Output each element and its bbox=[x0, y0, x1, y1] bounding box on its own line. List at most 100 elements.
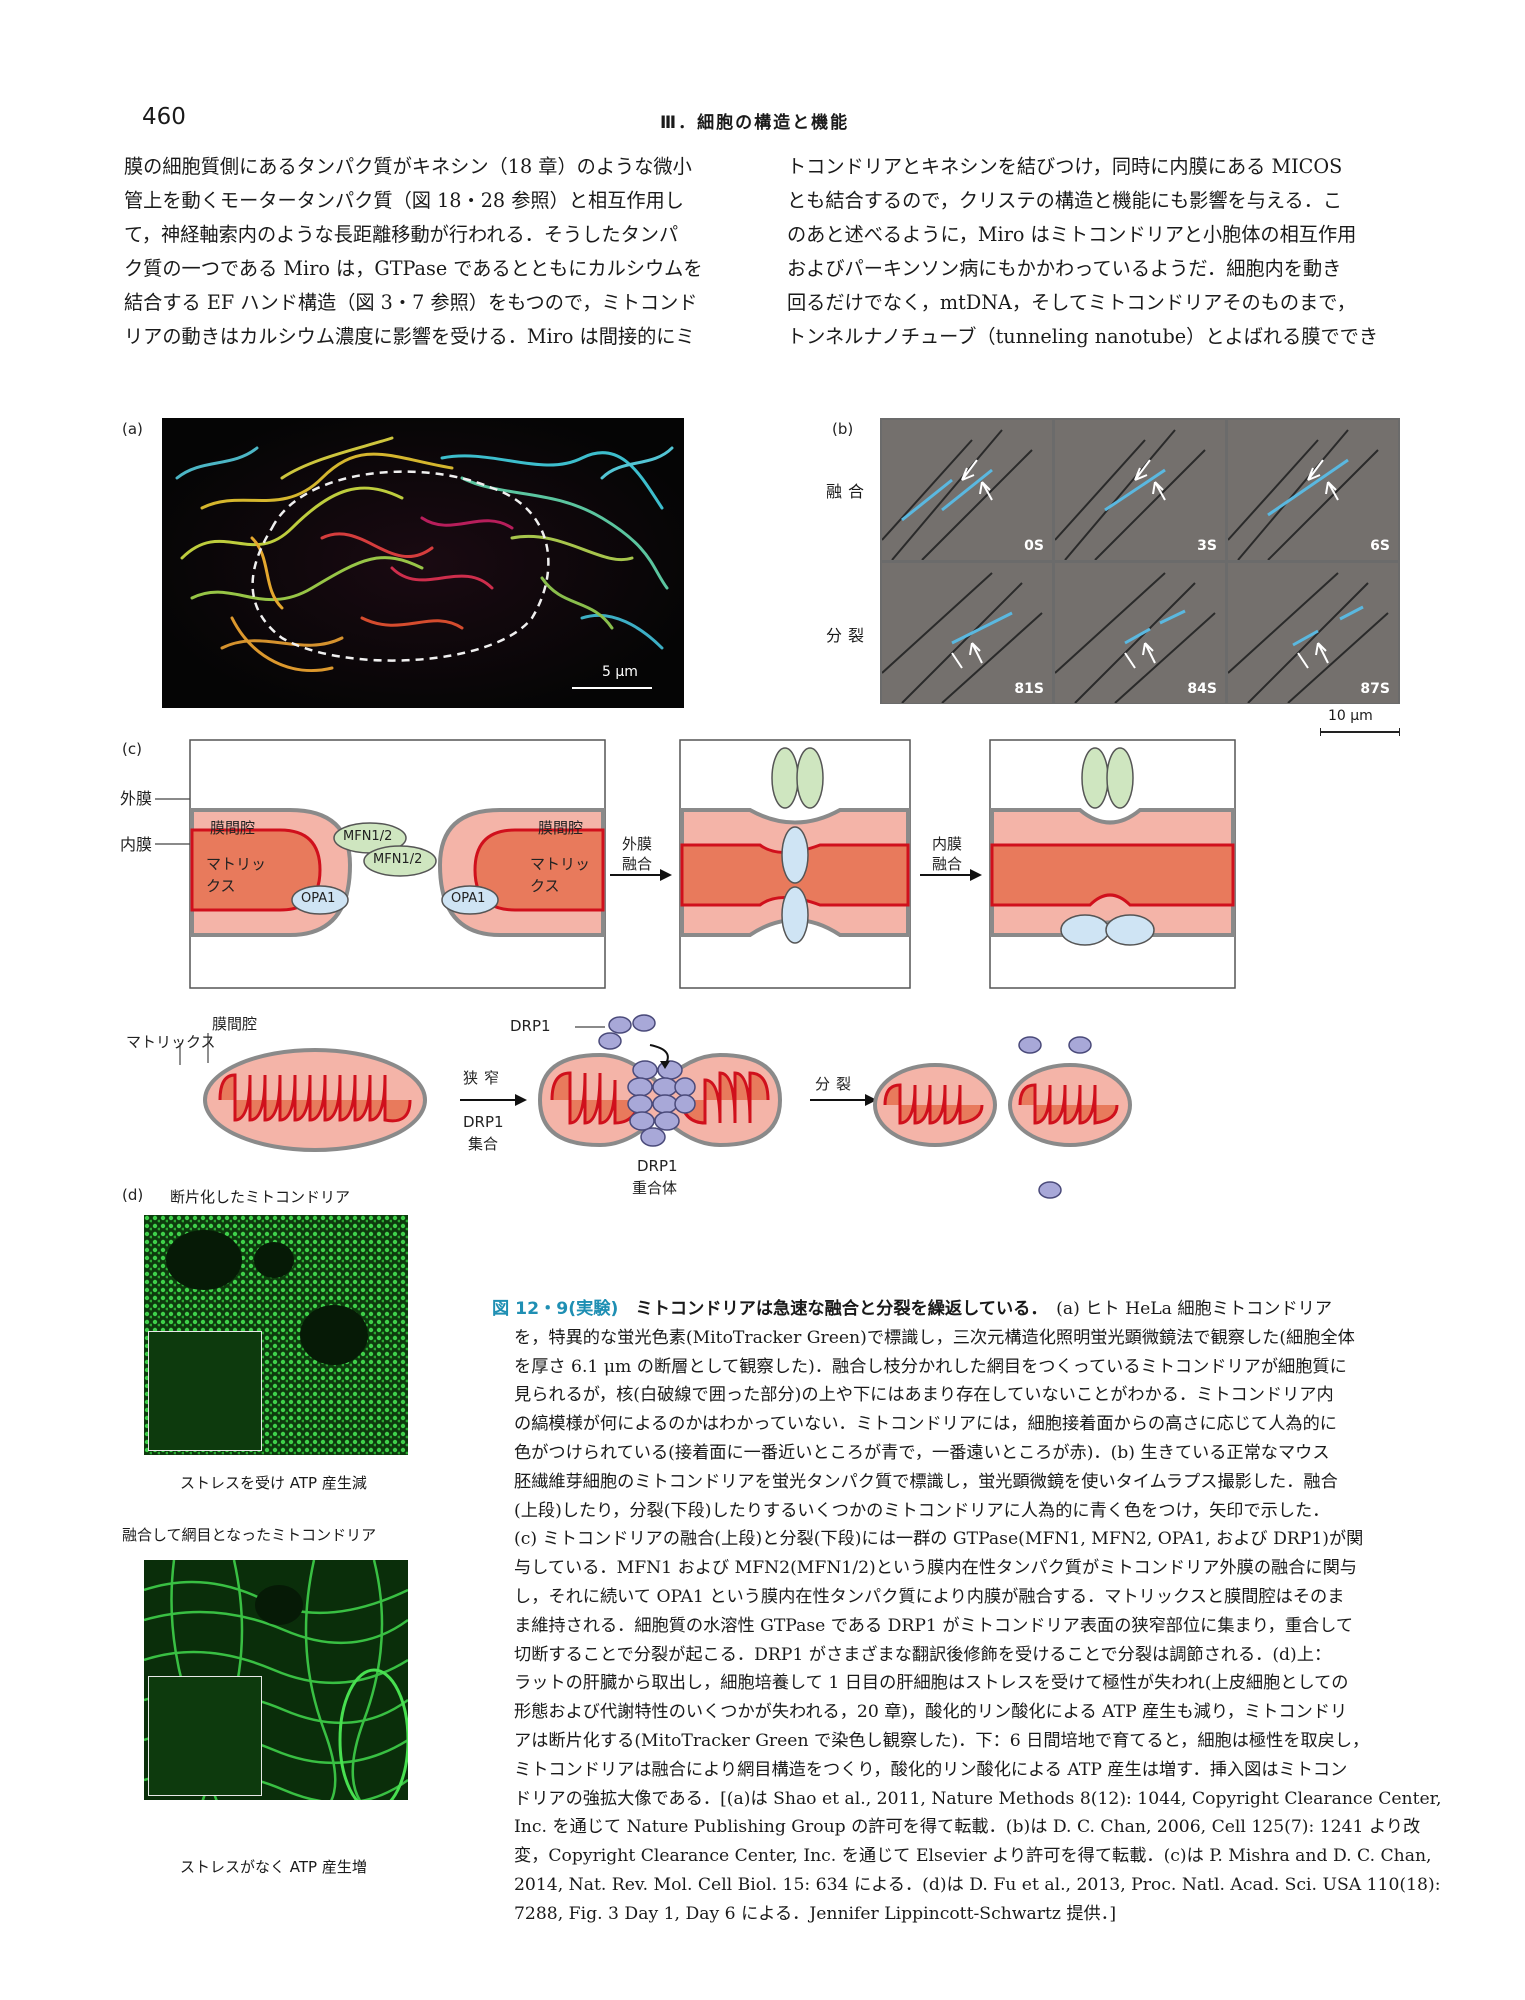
fission-ims-label: 膜間腔 bbox=[212, 1015, 258, 1033]
caption-line: の縞模様が何によるのかはわかっていない．ミトコンドリアには，細胞接着面からの高さ… bbox=[514, 1414, 1337, 1435]
caption-line: 色がつけられている(接着面に一番近いところが青で，一番遠いところが赤)．(b) … bbox=[514, 1442, 1330, 1463]
drp1-assembly-label-1: DRP1 bbox=[463, 1113, 504, 1131]
inner-membrane-label: 内膜 bbox=[120, 835, 153, 854]
drp1-polymer-label-2: 重合体 bbox=[632, 1179, 678, 1197]
fusion-diagram: 外膜 内膜 膜間腔 膜間腔 マトリッ クス マトリッ クス MFN1/2 MFN… bbox=[120, 735, 1240, 1005]
body-line: リアの動きはカルシウム濃度に影響を受ける．Miro は間接的にミ bbox=[124, 325, 695, 348]
opa1-label-right: OPA1 bbox=[451, 891, 486, 906]
mitochondria-network-image bbox=[162, 418, 684, 708]
body-line: ク質の一つである Miro は，GTPase であるとともにカルシウムを bbox=[124, 257, 703, 280]
body-text-left-column: 膜の細胞質側にあるタンパク質がキネシン（18 章）のような微小 管上を動くモータ… bbox=[124, 150, 744, 354]
body-line: 管上を動くモータータンパク質（図 18・28 参照）と相互作用し bbox=[124, 189, 684, 212]
matrix-label-right-2: クス bbox=[530, 877, 560, 895]
inset-magnified bbox=[148, 1676, 262, 1796]
time-stamp: 87S bbox=[1360, 681, 1390, 697]
matrix-label-left-2: クス bbox=[206, 877, 236, 895]
panel-b-timelapse: 0S 3S 6S 81S 84S 87S bbox=[880, 418, 1400, 704]
caption-line: Inc. を通じて Nature Publishing Group の許可を得て… bbox=[514, 1817, 1421, 1838]
caption-line: ま維持される．細胞質の水溶性 GTPase である DRP1 がミトコンドリア表… bbox=[514, 1615, 1354, 1636]
panel-a-micrograph: 5 μm bbox=[162, 418, 684, 708]
fission-diagram: 膜間腔 マトリックス DRP1 狭窄 DRP1 集合 分裂 DRP1 重合体 bbox=[120, 1005, 1240, 1200]
fission-row-label: 分裂 bbox=[826, 626, 871, 645]
body-line: のあと述べるように，Miro はミトコンドリアと小胞体の相互作用 bbox=[787, 223, 1357, 246]
time-stamp: 81S bbox=[1014, 681, 1044, 697]
caption-line: (上段)したり，分裂(下段)したりするいくつかのミトコンドリアに人為的に青く色を… bbox=[514, 1500, 1330, 1521]
body-line: トコンドリアとキネシンを結びつけ，同時に内膜にある MICOS bbox=[787, 155, 1343, 178]
frame-image bbox=[1228, 572, 1389, 703]
fusion-row-label: 融合 bbox=[826, 482, 871, 501]
panel-a-label: (a) bbox=[122, 420, 143, 438]
matrix-label-left-1: マトリッ bbox=[206, 855, 267, 873]
figure-caption: 図 12・9(実験) ミトコンドリアは急速な融合と分裂を繰返している． (a) … bbox=[492, 1295, 1442, 1929]
matrix-label-right-1: マトリッ bbox=[530, 855, 591, 873]
panel-a-scale-label: 5 μm bbox=[602, 664, 638, 680]
fission-schematic bbox=[179, 1014, 1132, 1199]
fission-matrix-label: マトリックス bbox=[126, 1033, 216, 1051]
caption-line: し，それに続いて OPA1 という膜内在性タンパク質により内膜が融合する．マトリ… bbox=[514, 1586, 1345, 1607]
caption-line: (c) ミトコンドリアの融合(上段)と分裂(下段)には一群の GTPase(MF… bbox=[514, 1529, 1364, 1550]
frame-image bbox=[1055, 429, 1206, 560]
panel-d-caption-2: ストレスがなく ATP 産生増 bbox=[180, 1858, 367, 1876]
body-line: て，神経軸索内のような長距離移動が行われる．そうしたタンパ bbox=[124, 223, 679, 246]
inset-magnified bbox=[148, 1331, 262, 1451]
caption-line: 2014, Nat. Rev. Mol. Cell Biol. 15: 634 … bbox=[514, 1874, 1441, 1895]
panel-b-scale-bar bbox=[1320, 728, 1400, 736]
frame-image bbox=[882, 572, 1043, 703]
mfn-label-bottom: MFN1/2 bbox=[373, 852, 423, 867]
caption-line: 切断することで分裂が起こる．DRP1 がさまざまな翻訳後修飾を受けることで分裂は… bbox=[514, 1644, 1332, 1665]
figure-title: ミトコンドリアは急速な融合と分裂を繰返している． bbox=[635, 1299, 1039, 1319]
body-line: トンネルナノチューブ（tunneling nanotube）とよばれる膜ででき bbox=[787, 325, 1379, 348]
body-line: とも結合するので，クリステの構造と機能にも影響を与える．こ bbox=[787, 189, 1343, 212]
body-line: 回るだけでなく，mtDNA，そしてミトコンドリアそのものまで， bbox=[787, 291, 1356, 314]
panel-c-label: (c) bbox=[122, 740, 142, 758]
body-line: 結合する EF ハンド構造（図 3・7 参照）をもつので，ミトコンド bbox=[124, 291, 698, 314]
time-stamp: 3S bbox=[1197, 538, 1217, 554]
drp1-assembly-label-2: 集合 bbox=[468, 1135, 499, 1153]
panel-d-caption-1: ストレスを受け ATP 産生減 bbox=[180, 1474, 367, 1492]
caption-line: 胚繊維芽細胞のミトコンドリアを蛍光タンパク質で標識し，蛍光顕微鏡を使いタイムラプ… bbox=[514, 1471, 1338, 1492]
timelapse-frame: 6S bbox=[1228, 420, 1398, 560]
mfn-label-top: MFN1/2 bbox=[343, 829, 393, 844]
panel-d-title: 断片化したミトコンドリア bbox=[170, 1188, 351, 1206]
body-line: 膜の細胞質側にあるタンパク質がキネシン（18 章）のような微小 bbox=[124, 155, 692, 178]
time-stamp: 6S bbox=[1370, 538, 1390, 554]
panel-b-label: (b) bbox=[832, 420, 854, 438]
timelapse-frame: 81S bbox=[882, 563, 1052, 703]
panel-d-subtitle-2: 融合して網目となったミトコンドリア bbox=[122, 1526, 377, 1544]
time-stamp: 84S bbox=[1187, 681, 1217, 697]
drp1-label: DRP1 bbox=[510, 1017, 551, 1035]
outer-fusion-label-1: 外膜 bbox=[622, 835, 653, 853]
timelapse-frame: 84S bbox=[1055, 563, 1225, 703]
fragmented-mitochondria-image bbox=[144, 1215, 408, 1455]
opa1-label-left: OPA1 bbox=[301, 891, 336, 906]
page-number: 460 bbox=[142, 104, 186, 130]
timelapse-frame: 87S bbox=[1228, 563, 1398, 703]
frame-image bbox=[882, 429, 1033, 560]
fission-label: 分裂 bbox=[815, 1075, 858, 1093]
caption-line: 与している．MFN1 および MFN2(MFN1/2)という膜内在性タンパク質が… bbox=[514, 1558, 1357, 1579]
drp1-polymer-label-1: DRP1 bbox=[637, 1157, 678, 1175]
frame-image bbox=[1055, 572, 1216, 703]
frame-image bbox=[1228, 429, 1379, 560]
body-text-right-column: トコンドリアとキネシンを結びつけ，同時に内膜にある MICOS とも結合するので… bbox=[787, 150, 1407, 354]
time-stamp: 0S bbox=[1024, 538, 1044, 554]
panel-b-scale-label: 10 μm bbox=[1328, 708, 1373, 724]
inner-fusion-label-2: 融合 bbox=[932, 855, 963, 873]
figure-number: 図 12・9(実験) bbox=[492, 1299, 619, 1319]
running-head: Ⅲ．細胞の構造と機能 bbox=[660, 113, 850, 133]
caption-line: (a) ヒト HeLa 細胞ミトコンドリア bbox=[1056, 1299, 1333, 1319]
caption-line: を，特異的な蛍光色素(MitoTracker Green)で標識し，三次元構造化… bbox=[514, 1327, 1355, 1348]
caption-line: ラットの肝臓から取出し，細胞培養して 1 日目の肝細胞はストレスを受けて極性が失… bbox=[514, 1673, 1349, 1694]
caption-line: 形態および代謝特性のいくつかが失われる，20 章)，酸化的リン酸化による ATP… bbox=[514, 1702, 1348, 1723]
outer-membrane-label: 外膜 bbox=[120, 789, 153, 808]
caption-line: を厚さ 6.1 μm の断層として観察した)．融合し枝分かれした網目をつくってい… bbox=[514, 1356, 1347, 1377]
panel-d-label: (d) bbox=[122, 1186, 144, 1204]
body-line: およびパーキンソン病にもかかわっているようだ．細胞内を動き bbox=[787, 257, 1342, 280]
caption-line: 見られるが，核(白破線で囲った部分)の上や下にはあまり存在していないことがわかる… bbox=[514, 1385, 1334, 1406]
fused-mitochondria-image bbox=[144, 1560, 408, 1800]
ims-label-right: 膜間腔 bbox=[538, 819, 584, 837]
caption-line: ドリアの強拡大像である．[(a)は Shao et al., 2011, Nat… bbox=[514, 1788, 1442, 1809]
constriction-label: 狭窄 bbox=[463, 1069, 506, 1087]
caption-line: アは断片化する(MitoTracker Green で染色し観察した)．下：6 … bbox=[514, 1730, 1370, 1751]
fusion-schematic bbox=[155, 739, 1236, 989]
